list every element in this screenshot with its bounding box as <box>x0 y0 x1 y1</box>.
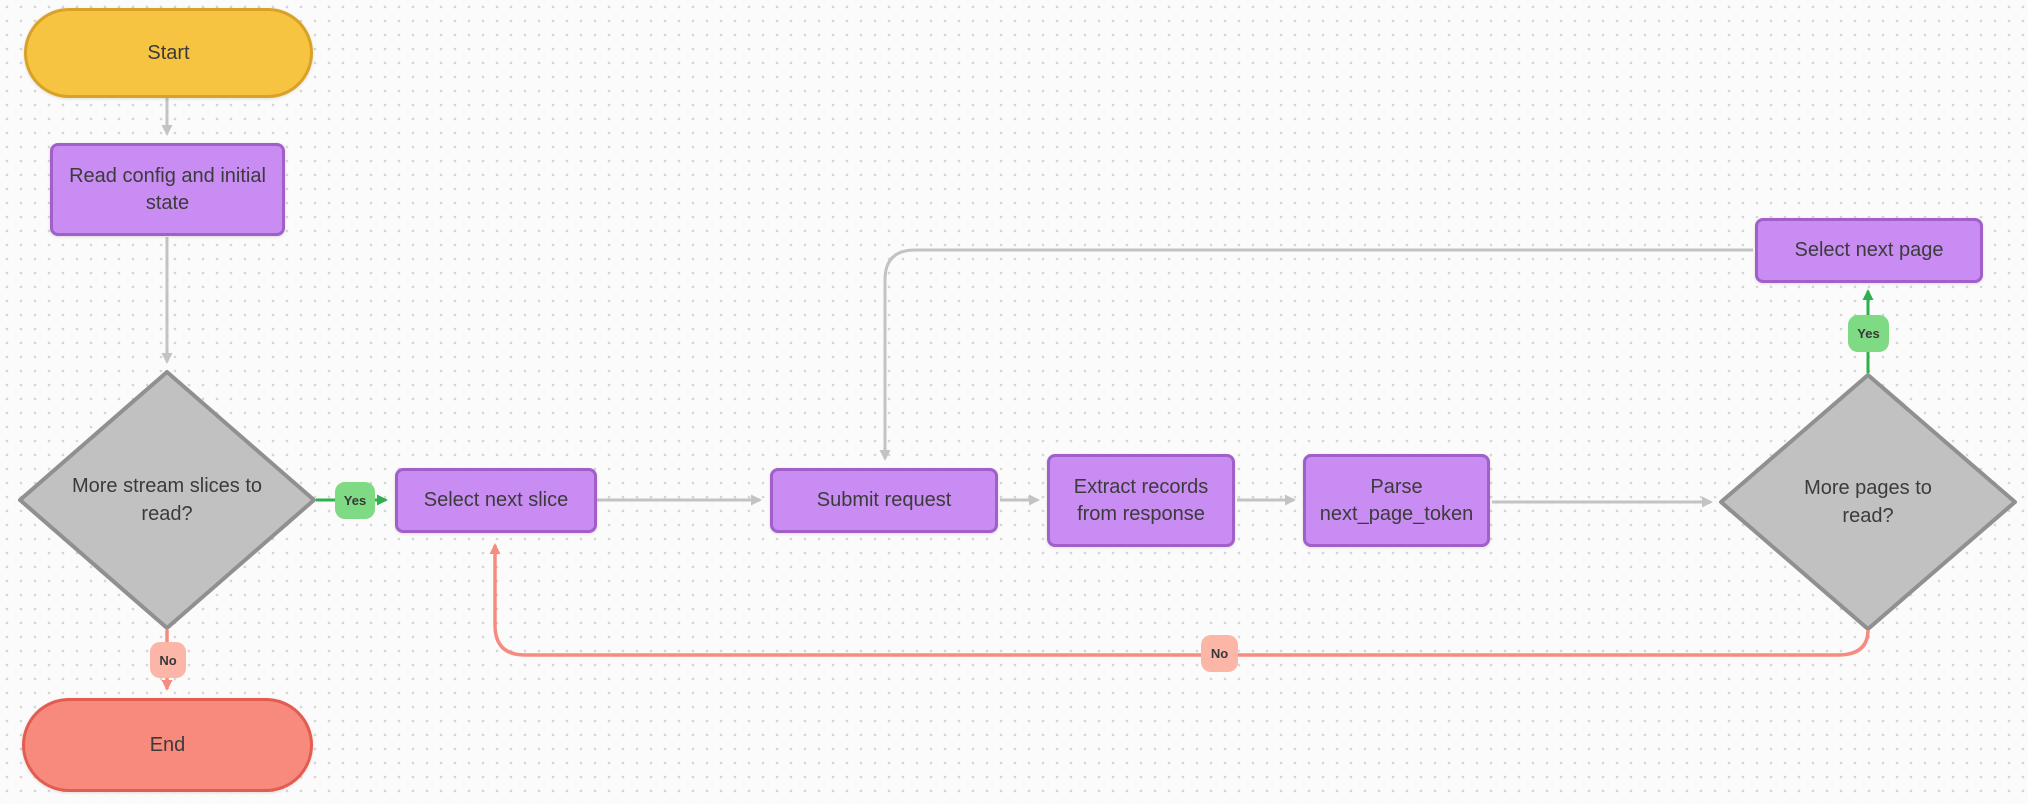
edge-label-text: Yes <box>1857 326 1880 341</box>
node-read-config: Read config and initial state <box>50 143 285 236</box>
node-select-next-slice: Select next slice <box>395 468 597 533</box>
node-label: More stream slices to read? <box>71 475 263 525</box>
edge-more-pages-no <box>489 543 1870 657</box>
node-label: Read config and initial state <box>69 164 266 214</box>
edge-label-more-pages-yes: Yes <box>1848 315 1889 352</box>
node-label: Submit request <box>816 489 952 511</box>
node-start: Start <box>24 8 313 98</box>
edge-select-page-to-submit <box>879 248 1753 461</box>
edge-label-text: No <box>1210 646 1229 661</box>
decision-shape-more-pages <box>1719 373 2017 631</box>
node-label: Select next slice <box>423 489 569 511</box>
node-submit-request: Submit request <box>770 468 998 533</box>
node-label: Select next page <box>1794 239 1944 261</box>
node-extract-records: Extract records from response <box>1047 454 1235 547</box>
node-label: Extract records from response <box>1073 475 1209 525</box>
node-label: More pages to read? <box>1804 477 1932 527</box>
node-select-next-page: Select next page <box>1755 218 1983 283</box>
node-label: Parse next_page_token <box>1319 475 1474 525</box>
node-more-slices-label: More stream slices to read? <box>62 440 272 560</box>
edge-label-more-pages-no: No <box>1201 635 1238 672</box>
decision-shape-more-slices <box>18 370 316 630</box>
edge-label-more-slices-no: No <box>150 642 186 678</box>
node-parse-next-page-token: Parse next_page_token <box>1303 454 1490 547</box>
node-end: End <box>22 698 313 792</box>
node-label: End <box>149 733 186 756</box>
node-label: Start <box>147 41 190 64</box>
edge-label-more-slices-yes: Yes <box>335 482 375 519</box>
node-more-pages-label: More pages to read? <box>1778 442 1958 562</box>
edge-label-text: No <box>159 652 177 668</box>
edge-label-text: Yes <box>343 493 367 508</box>
